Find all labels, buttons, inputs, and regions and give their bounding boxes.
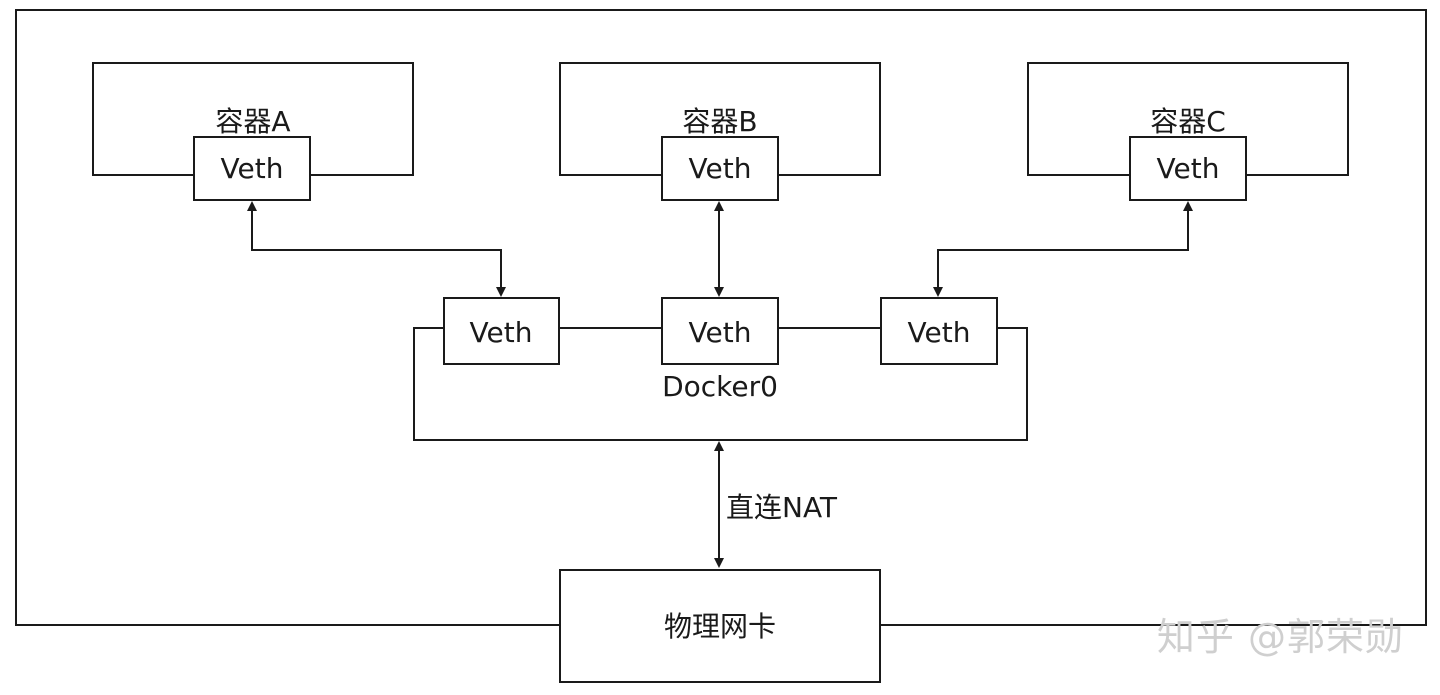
container-c: 容器C Veth: [1027, 62, 1349, 201]
container-c-veth-box: [1129, 136, 1247, 201]
container-b-veth-box: [661, 136, 779, 201]
container-c-veth-label: Veth: [1157, 152, 1220, 185]
container-c-label: 容器C: [1150, 105, 1226, 138]
physical-nic: 物理网卡: [559, 569, 881, 683]
bridge-veth-2-label: Veth: [689, 316, 752, 349]
container-a-veth-box: [193, 136, 311, 201]
container-a-label: 容器A: [215, 105, 290, 138]
physical-nic-box: [559, 569, 881, 683]
container-b: 容器B Veth: [559, 62, 881, 201]
link-c-to-bridge: [933, 201, 1193, 297]
container-b-label: 容器B: [682, 105, 757, 138]
bridge-veth-3-box: [880, 297, 998, 365]
bridge-veth-1-label: Veth: [470, 316, 533, 349]
bridge-veth-1-box: [443, 297, 560, 365]
link-nat-label: 直连NAT: [726, 491, 838, 524]
bridge-veth-2-box: [661, 297, 779, 365]
watermark: 知乎 @郭荣勋: [1157, 615, 1404, 659]
container-a: 容器A Veth: [92, 62, 414, 201]
bridge-bracket: [413, 327, 1028, 441]
link-a-to-bridge: [247, 201, 506, 297]
container-a-veth-label: Veth: [221, 152, 284, 185]
physical-nic-label: 物理网卡: [664, 610, 776, 643]
bridge-label: Docker0: [662, 370, 778, 403]
container-b-veth-label: Veth: [689, 152, 752, 185]
bridge-veth-3-label: Veth: [908, 316, 971, 349]
bridge-veth-2: Veth: [661, 297, 779, 365]
bridge-veth-1: Veth: [443, 297, 560, 365]
bridge-veth-3: Veth: [880, 297, 998, 365]
